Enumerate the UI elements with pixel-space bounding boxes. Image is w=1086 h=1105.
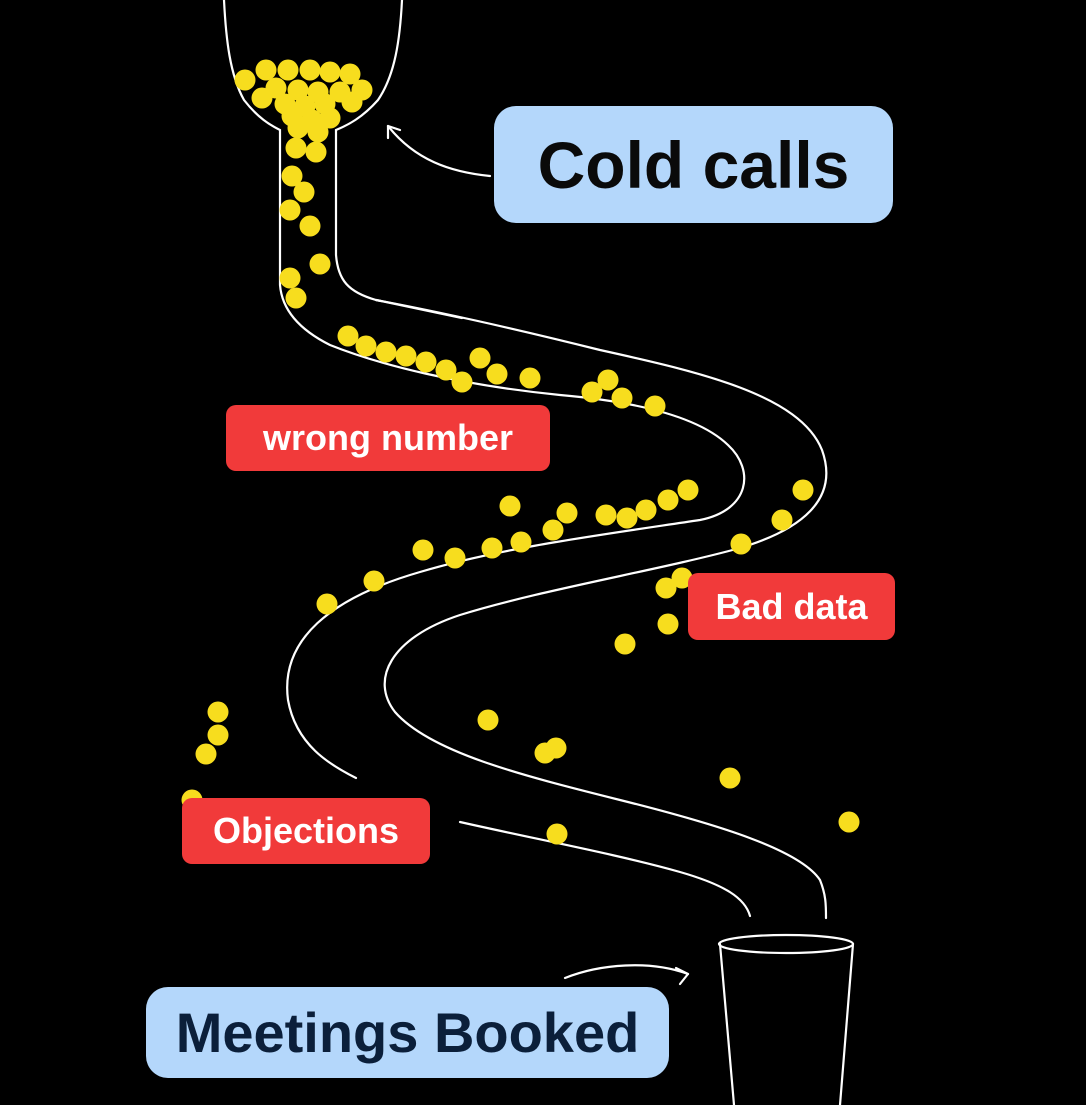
ball [451,371,473,393]
ball [363,570,385,592]
arrow-cold-calls-head [386,124,402,140]
ball [616,507,638,529]
ball [234,69,256,91]
ball [287,79,309,101]
ball [614,633,636,655]
ball [595,504,617,526]
ball [319,107,341,129]
ball [293,181,315,203]
ball [435,359,457,381]
ball [838,811,860,833]
ball [415,351,437,373]
ball [281,165,303,187]
ball [375,341,397,363]
ball [657,489,679,511]
ball [412,539,434,561]
ball [305,141,327,163]
ball [730,533,752,555]
ball [299,59,321,81]
ball [285,287,307,309]
ball [307,121,329,143]
ball [469,347,491,369]
ball [195,743,217,765]
cup-rim [717,933,855,955]
ball [644,395,666,417]
ball [499,495,521,517]
ball [279,267,301,289]
ball [792,479,814,501]
cold-calls-label: Cold calls [494,106,893,223]
ball [519,367,541,389]
meetings-booked-label: Meetings Booked [146,987,669,1078]
hopper-outline [222,0,746,780]
ball [207,701,229,723]
ball [355,335,377,357]
ball [545,737,567,759]
bad-data-label: Bad data [688,573,895,640]
ball [481,537,503,559]
ball [486,363,508,385]
ball [510,531,532,553]
ball [287,117,309,139]
pipe-inner-lip [374,298,464,320]
ball [671,567,693,589]
arrow-meetings [563,964,690,980]
ball [657,613,679,635]
ball [337,325,359,347]
ball [299,215,321,237]
ball [597,369,619,391]
cup-body [718,942,855,1105]
ball [207,724,229,746]
ball [655,577,677,599]
ball [251,87,273,109]
ball [319,61,341,83]
ball [444,547,466,569]
ball [395,345,417,367]
ball [771,509,793,531]
ball [611,387,633,409]
ball [581,381,603,403]
arrow-meetings-head [674,966,690,986]
ball [635,499,657,521]
ball [339,63,361,85]
objections-label: Objections [182,798,430,864]
ball [341,91,363,113]
ball [542,519,564,541]
ball [556,502,578,524]
ball [277,59,299,81]
ball [285,137,307,159]
ball [255,59,277,81]
ball [316,593,338,615]
ball [309,253,331,275]
hopper-outline-right [334,0,828,920]
balls [181,59,860,845]
wrong-number-label: wrong number [226,405,550,471]
ball [546,823,568,845]
ball [477,709,499,731]
lower-bend [458,820,752,918]
arrow-cold-calls [386,124,492,178]
ball [677,479,699,501]
ball [719,767,741,789]
ball [279,199,301,221]
